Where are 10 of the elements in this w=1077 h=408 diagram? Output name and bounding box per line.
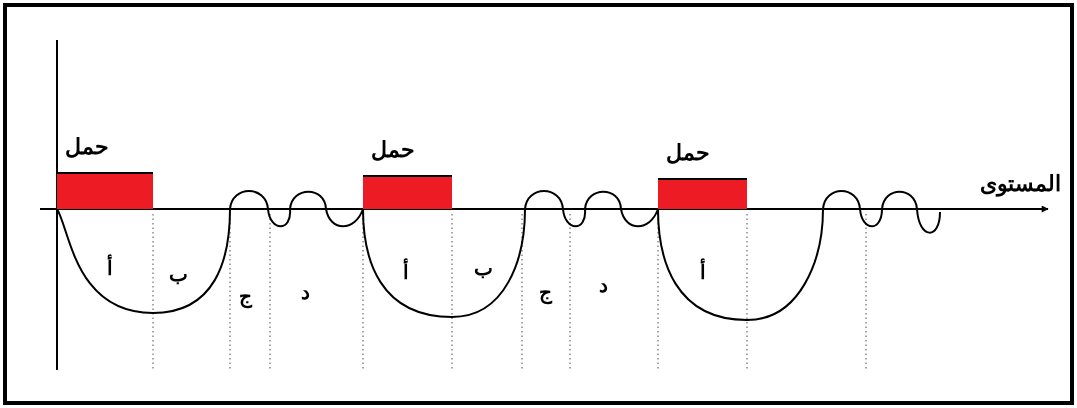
region-letter: ب (168, 263, 188, 285)
region-letter: ب (473, 257, 493, 279)
region-letter: د (598, 274, 608, 296)
region-letter: د (300, 281, 310, 303)
region-letter: ج (538, 281, 552, 303)
load-label: حمل (666, 140, 710, 165)
level-label: المستوى (979, 170, 1061, 196)
region-letter: ج (238, 285, 252, 307)
load-label: حمل (65, 134, 109, 159)
load-label: حمل (371, 137, 415, 162)
